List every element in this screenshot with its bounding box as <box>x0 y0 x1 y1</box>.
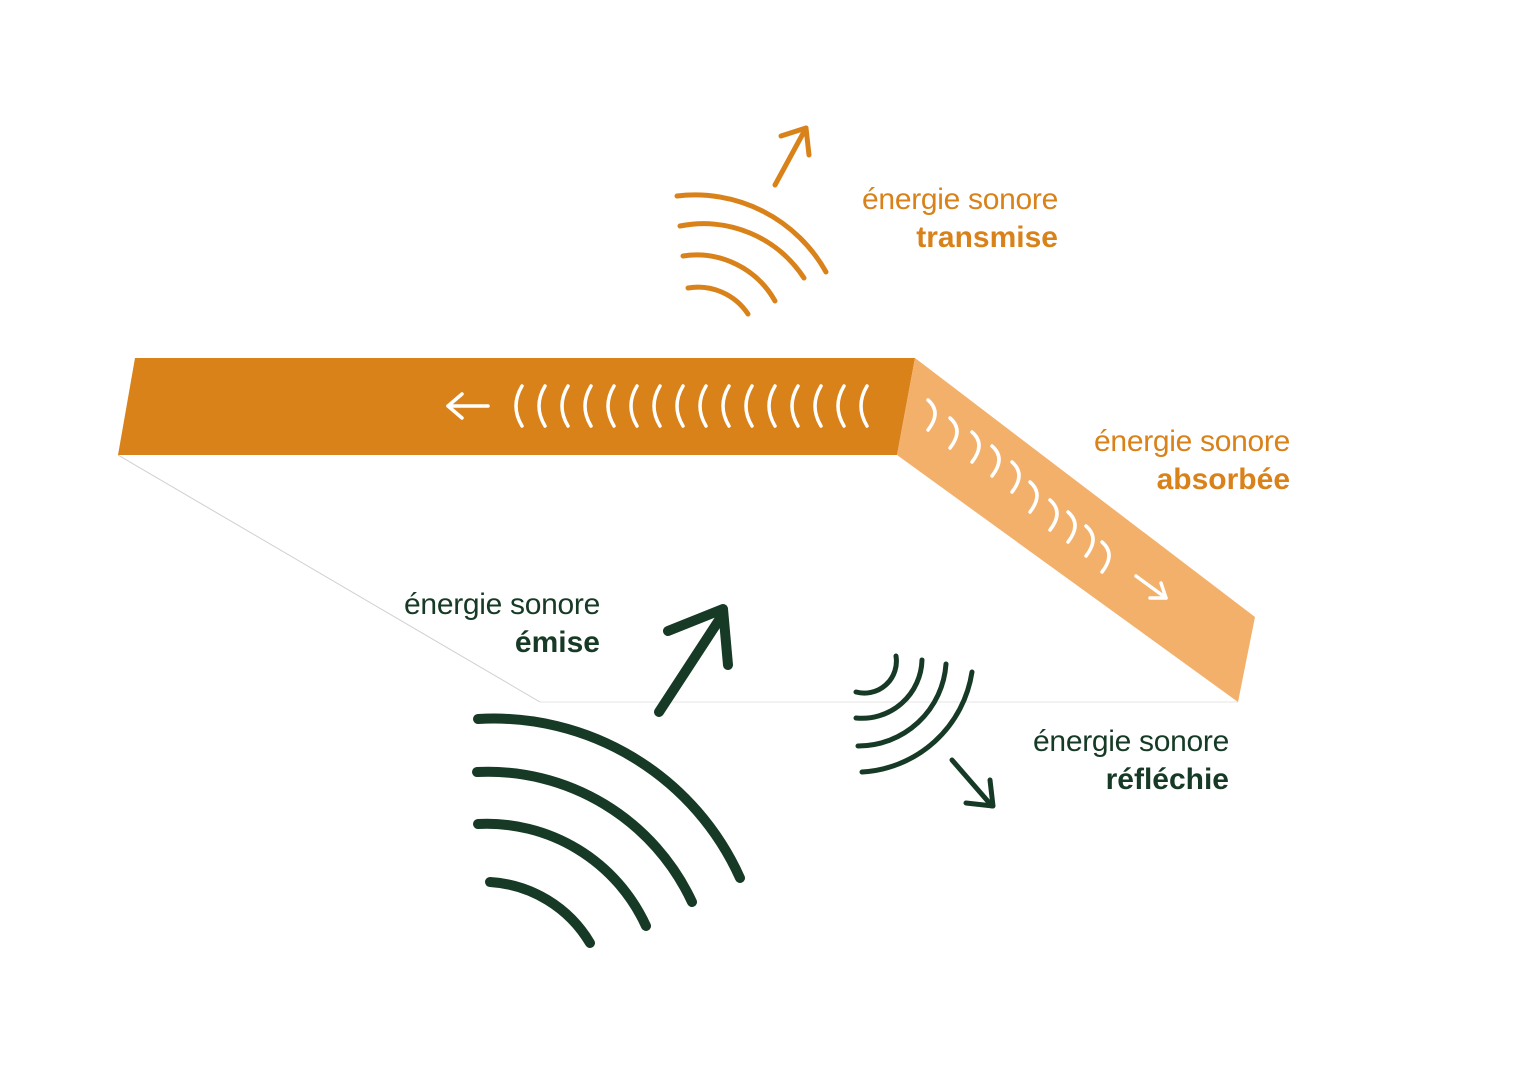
label-absorbed-line2: absorbée <box>1156 462 1290 496</box>
label-emitted-line1: énergie sonore <box>404 588 600 621</box>
absorbed-waves-side <box>926 398 1111 574</box>
label-absorbed-line1: énergie sonore <box>1094 425 1290 458</box>
emitted-arrow-icon <box>654 604 733 717</box>
floor-edge-left <box>117 454 541 703</box>
label-reflected-energy: énergie sonore réfléchie <box>1033 723 1229 798</box>
label-transmitted-line1: énergie sonore <box>862 183 1058 216</box>
reflected-arrow-icon <box>949 757 996 809</box>
emitted-waves <box>472 713 745 948</box>
label-transmitted-energy: énergie sonore transmise <box>862 181 1058 256</box>
down-right-arrow-icon <box>1134 574 1168 600</box>
transmitted-waves <box>674 192 829 317</box>
absorbed-waves-front <box>514 384 869 428</box>
label-emitted-line2: émise <box>514 625 600 659</box>
label-reflected-line1: énergie sonore <box>1033 725 1229 758</box>
left-arrow-icon <box>446 392 490 420</box>
label-absorbed-energy: énergie sonore absorbée <box>1094 423 1290 498</box>
transmitted-arrow-icon <box>772 125 812 188</box>
reflected-waves <box>853 653 975 775</box>
label-emitted-energy: énergie sonore émise <box>404 586 600 661</box>
label-reflected-line2: réfléchie <box>1105 762 1229 796</box>
label-transmitted-line2: transmise <box>916 220 1058 254</box>
